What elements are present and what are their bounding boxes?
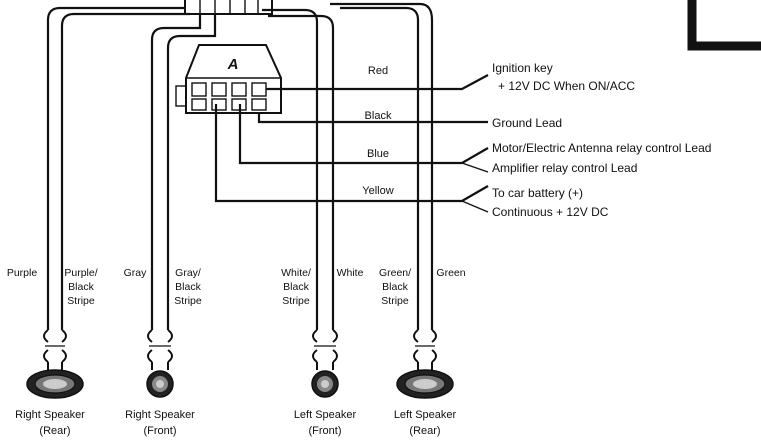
speaker-rr-position: (Rear): [39, 425, 70, 437]
wire-label-black: Black: [365, 110, 392, 122]
lr-striped-line1: Green/: [379, 267, 411, 279]
rf-solid-label: Gray: [124, 267, 148, 279]
speaker-wire-labels: Purple Purple/ Black Stripe Gray Gray/ B…: [7, 267, 466, 307]
speaker-right-front: [146, 370, 174, 398]
wire-label-red: Red: [368, 65, 388, 77]
rr-solid-label: Purple: [7, 267, 38, 279]
speaker-right-rear: [26, 369, 84, 399]
speaker-lr-position: (Rear): [409, 425, 440, 437]
lr-striped-line3: Stripe: [381, 295, 409, 307]
antenna-lead-label: Motor/Electric Antenna relay control Lea…: [492, 141, 711, 155]
speaker-left-front: [311, 370, 339, 398]
speaker-lr-name: Left Speaker: [394, 409, 457, 421]
ignition-key-label: Ignition key: [492, 61, 553, 75]
speaker-terminal-loops: [43, 329, 437, 370]
ignition-voltage-label: + 12V DC When ON/ACC: [498, 79, 635, 93]
speaker-rf-name: Right Speaker: [125, 409, 195, 421]
lf-striped-line1: White/: [281, 267, 311, 279]
ground-lead-label: Ground Lead: [492, 116, 562, 130]
speaker-rr-name: Right Speaker: [15, 409, 85, 421]
rf-striped-line1: Gray/: [175, 267, 201, 279]
lr-solid-label: Green: [436, 267, 465, 279]
lf-striped-line2: Black: [283, 281, 309, 293]
lf-striped-line3: Stripe: [282, 295, 310, 307]
rf-striped-line3: Stripe: [174, 295, 202, 307]
terminal-left-rear: [413, 329, 437, 370]
top-connector: [184, 0, 273, 15]
rf-striped-line2: Black: [175, 281, 201, 293]
harness-plug-a: A: [175, 44, 282, 114]
battery-label: To car battery (+): [492, 186, 583, 200]
lf-solid-label: White: [337, 267, 364, 279]
rr-striped-line3: Stripe: [67, 295, 95, 307]
wire-label-yellow: Yellow: [362, 185, 393, 197]
plug-label: A: [227, 56, 239, 73]
lr-striped-line2: Black: [382, 281, 408, 293]
speaker-captions: Right Speaker (Rear) Right Speaker (Fron…: [15, 409, 456, 437]
terminal-right-front: [147, 329, 173, 370]
speaker-wire-runs: [46, 2, 434, 330]
control-wires: [214, 74, 489, 213]
battery-voltage-label: Continuous + 12V DC: [492, 205, 609, 219]
wire-label-blue: Blue: [367, 148, 389, 160]
terminal-left-front: [312, 329, 338, 370]
speaker-rf-position: (Front): [144, 425, 177, 437]
rr-striped-line1: Purple/: [64, 267, 97, 279]
amplifier-lead-label: Amplifier relay control Lead: [492, 161, 637, 175]
terminal-right-rear: [43, 329, 67, 370]
speaker-lf-position: (Front): [309, 425, 342, 437]
speaker-left-rear: [396, 369, 454, 399]
speaker-lf-name: Left Speaker: [294, 409, 357, 421]
head-unit-corner: [687, 0, 761, 51]
rr-striped-line2: Black: [68, 281, 94, 293]
